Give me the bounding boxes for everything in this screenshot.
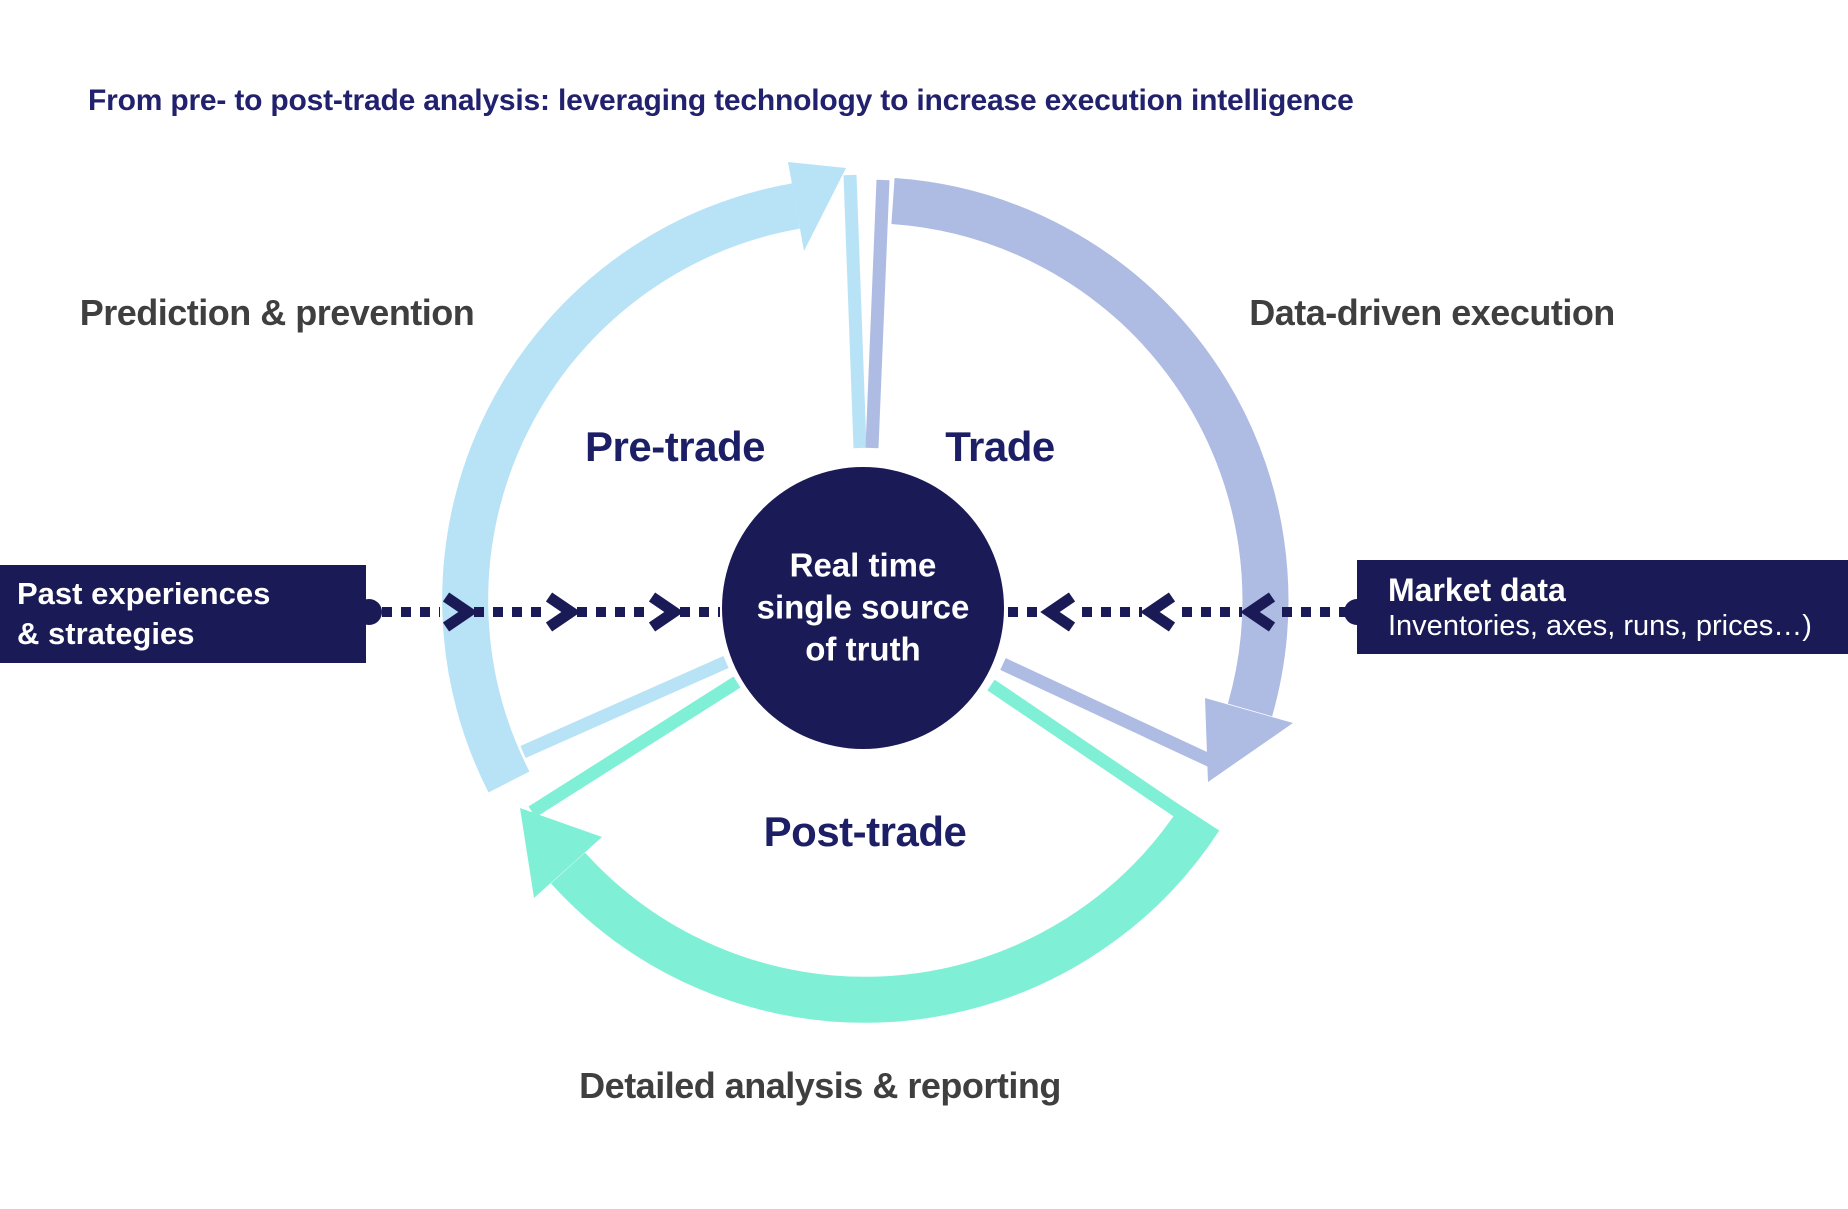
chevron-left-icon	[1040, 592, 1076, 632]
hub-label-line3: of truth	[805, 631, 921, 669]
outer-label-detailed-analysis: Detailed analysis & reporting	[579, 1065, 1061, 1106]
segment-label-pre-trade: Pre-trade	[585, 423, 765, 470]
market-data-title: Market data	[1388, 572, 1566, 608]
center-hub-circle	[722, 467, 1004, 749]
market-data-box: Market data Inventories, axes, runs, pri…	[1357, 560, 1848, 654]
hub-label-line1: Real time	[789, 546, 937, 584]
segment-label-post-trade: Post-trade	[763, 808, 967, 855]
past-experiences-box: Past experiences & strategies	[0, 565, 366, 663]
hub-label: Real time single source of truth	[757, 545, 970, 672]
post-trade-arrowhead-icon	[520, 808, 602, 898]
market-data-subtitle: Inventories, axes, runs, prices…)	[1388, 610, 1812, 642]
spoke-top-pretrade	[843, 174, 867, 449]
left-flow-dotted-arrow	[356, 592, 720, 632]
spoke-bottomright-trade	[1000, 658, 1214, 767]
right-flow-dotted-arrow	[1008, 592, 1370, 632]
spoke-bottomleft-pretrade	[520, 656, 729, 758]
chevron-right-icon	[545, 592, 581, 632]
hub-label-line2: single source	[756, 588, 970, 626]
past-experiences-line2: & strategies	[17, 616, 195, 651]
spoke-top-trade	[865, 179, 890, 449]
outer-label-prediction: Prediction & prevention	[79, 292, 475, 333]
chevron-left-icon	[1240, 592, 1276, 632]
chevron-left-icon	[1140, 592, 1176, 632]
chevron-right-icon	[442, 592, 478, 632]
post-trade-arc	[550, 805, 1220, 1023]
spoke-bottomleft-posttrade	[528, 676, 741, 818]
spoke-bottomright-posttrade	[987, 679, 1196, 827]
chevron-right-icon	[648, 592, 684, 632]
pre-trade-arrowhead-icon	[788, 162, 846, 251]
segment-label-trade: Trade	[945, 423, 1055, 470]
outer-label-data-driven: Data-driven execution	[1249, 292, 1615, 333]
pre-trade-arc	[442, 183, 800, 793]
trade-arrowhead-icon	[1205, 698, 1293, 782]
past-experiences-line1: Past experiences	[17, 576, 271, 611]
page-title: From pre- to post-trade analysis: levera…	[88, 84, 1354, 117]
